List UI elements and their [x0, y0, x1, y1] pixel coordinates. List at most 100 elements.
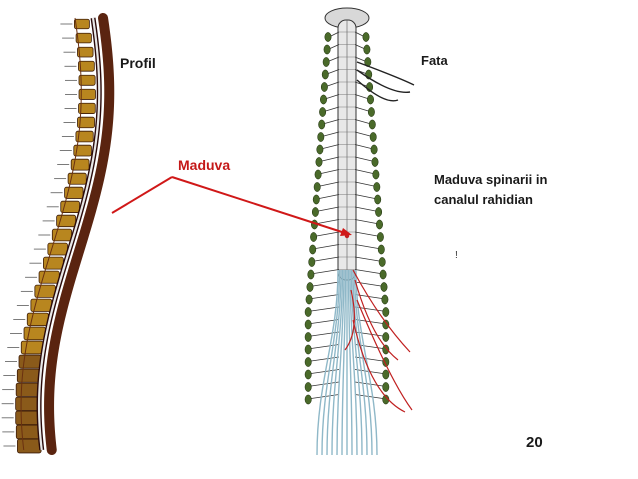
- dorsal-root-ganglion: [378, 257, 386, 267]
- dorsal-root-ganglion: [367, 107, 375, 117]
- nerve-root: [354, 256, 380, 262]
- nerve-root: [354, 69, 366, 74]
- peripheral-nerve: [344, 289, 355, 351]
- nerve-root: [326, 94, 340, 99]
- nerve-root: [324, 119, 340, 124]
- dorsal-root-ganglion: [304, 394, 312, 405]
- dorsal-root-ganglion: [318, 119, 326, 130]
- vertebra-body: [78, 102, 96, 114]
- vertebra-body: [67, 172, 87, 185]
- vertebra-body: [15, 424, 41, 440]
- dorsal-root-ganglion: [369, 132, 377, 142]
- dorsal-root-ganglion: [320, 94, 327, 105]
- nerve-root: [354, 44, 365, 49]
- nerve-root: [321, 156, 340, 162]
- nerve-root: [354, 169, 373, 174]
- nerve-root: [320, 181, 340, 187]
- nerve-root: [354, 269, 381, 274]
- dorsal-root-ganglion: [370, 144, 378, 155]
- maduva-label: Maduva: [178, 157, 231, 173]
- cauda-equina-fibre: [347, 269, 353, 456]
- nerve-root: [354, 281, 382, 287]
- dorsal-root-ganglion: [373, 182, 381, 192]
- dorsal-root-ganglion: [309, 244, 317, 255]
- dorsal-root-ganglion: [323, 44, 331, 55]
- dorsal-root-ganglion: [368, 119, 376, 130]
- pointer-line-segment: [171, 176, 346, 234]
- cauda-equina-fibre: [352, 269, 368, 456]
- nerve-root: [354, 144, 372, 149]
- dorsal-root-ganglion: [375, 207, 383, 217]
- dorsal-root-ganglion: [363, 44, 371, 55]
- dorsal-root-ganglion: [382, 357, 390, 367]
- cauda-equina-fibre: [349, 269, 358, 456]
- peripheral-nerve: [356, 299, 413, 411]
- nerve-root: [311, 344, 340, 349]
- vertebra-body: [77, 116, 95, 129]
- dorsal-root-ganglion: [377, 244, 385, 255]
- dorsal-root-ganglion: [317, 132, 325, 142]
- dorsal-root-ganglion: [371, 157, 379, 167]
- dorsal-root-ganglion: [304, 344, 312, 355]
- vertebra-body: [75, 130, 94, 143]
- nerve-root: [354, 306, 383, 312]
- nerve-root: [315, 244, 340, 249]
- vertebra-body: [18, 354, 42, 369]
- dorsal-root-ganglion: [382, 319, 390, 330]
- dorsal-root-ganglion: [372, 169, 380, 180]
- nerve-root: [329, 56, 340, 62]
- vertebra-body: [75, 32, 92, 44]
- nerve-root: [321, 169, 340, 174]
- vertebra-body: [78, 74, 96, 86]
- vertebra-body: [20, 340, 44, 355]
- cauda-equina-fibre: [316, 269, 339, 456]
- dorsal-root-ganglion: [382, 369, 390, 380]
- cauda-equina-fibre: [321, 269, 341, 456]
- dorsal-root-ganglion: [382, 382, 390, 392]
- nerve-root: [354, 131, 371, 137]
- dorsal-root-ganglion: [379, 269, 387, 280]
- nerve-root: [354, 381, 383, 387]
- maduva-pointer: [111, 176, 352, 236]
- stray-mark: !: [455, 250, 458, 261]
- nerve-root: [354, 181, 374, 187]
- dorsal-root-ganglion: [313, 182, 321, 192]
- nerve-root: [314, 256, 340, 262]
- dorsal-root-ganglion: [304, 382, 312, 392]
- dorsal-root-ganglion: [362, 32, 370, 42]
- nerve-root: [322, 144, 340, 149]
- spine-lateral-view-illustration: [1, 13, 115, 455]
- vertebra-body: [64, 186, 84, 199]
- cauda-equina-fibre: [326, 269, 342, 456]
- pointer-line-segment: [111, 176, 173, 214]
- vertebra-body: [73, 18, 90, 30]
- dorsal-root-ganglion: [374, 194, 382, 205]
- dorsal-root-ganglion: [315, 157, 323, 167]
- brachial-plexus: [356, 61, 415, 86]
- nerve-root: [354, 94, 368, 99]
- vertebra-body: [78, 88, 96, 100]
- nerve-root: [313, 269, 340, 274]
- peripheral-nerve: [352, 319, 406, 413]
- nerve-root: [330, 31, 340, 37]
- description-label: Maduva spinarii in canalul rahidian: [434, 172, 548, 207]
- dorsal-root-ganglion: [304, 369, 312, 380]
- vertebra-body: [60, 200, 80, 213]
- dorsal-root-ganglion: [382, 344, 390, 355]
- brachial-plexus: [356, 69, 411, 94]
- nerve-root: [354, 156, 373, 162]
- nerve-root: [354, 219, 377, 224]
- nerve-root: [354, 206, 376, 212]
- dorsal-root-ganglion: [320, 82, 328, 92]
- dorsal-root-ganglion: [376, 219, 383, 230]
- nerve-root: [354, 106, 369, 112]
- dorsal-root-ganglion: [321, 69, 329, 80]
- vertebra-body: [70, 158, 90, 171]
- dorsal-root-ganglion: [322, 57, 330, 67]
- dorsal-root-ganglion: [382, 307, 390, 317]
- vertebra-body: [77, 46, 94, 58]
- pointer-arrowhead: [340, 228, 352, 236]
- dorsal-root-ganglion: [380, 282, 388, 292]
- nerve-root: [354, 244, 379, 249]
